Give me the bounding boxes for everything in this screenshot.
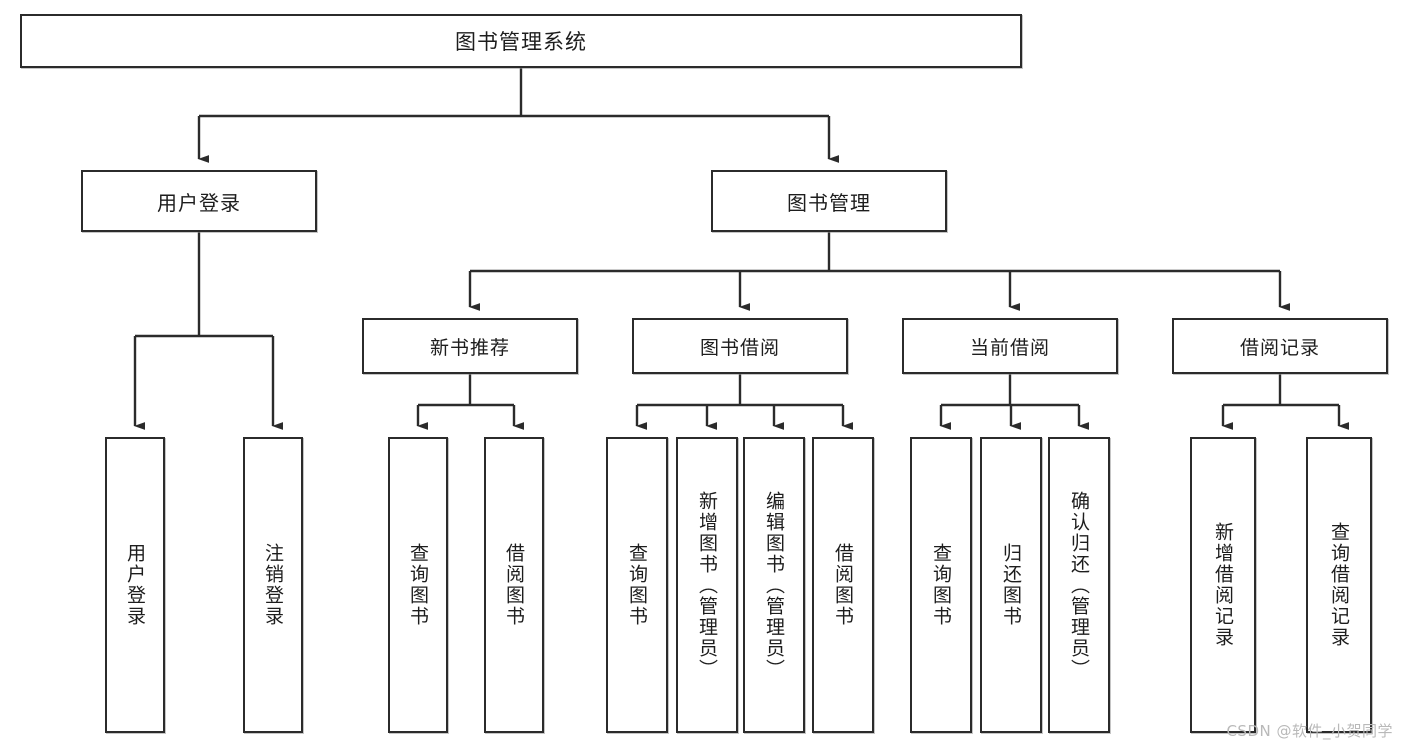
node-leaf-borrow-book-2-label: 借阅图书 [832,543,855,627]
node-leaf-query-book-3-label: 查询图书 [930,543,953,627]
node-current-borrow[interactable]: 当前借阅 [902,318,1118,374]
node-leaf-logout-login[interactable]: 注销登录 [243,437,303,733]
node-leaf-add-book[interactable]: 新增图书（管理员） [676,437,738,733]
node-leaf-logout-login-label: 注销登录 [262,543,285,627]
node-new-book-recommend[interactable]: 新书推荐 [362,318,578,374]
node-borrow-record[interactable]: 借阅记录 [1172,318,1388,374]
node-current-borrow-label: 当前借阅 [969,336,1050,359]
node-leaf-return-book[interactable]: 归还图书 [980,437,1042,733]
node-leaf-query-record-label: 查询借阅记录 [1328,522,1351,648]
node-leaf-query-book-1[interactable]: 查询图书 [388,437,448,733]
node-leaf-confirm-return[interactable]: 确认归还（管理员） [1048,437,1110,733]
node-leaf-add-record[interactable]: 新增借阅记录 [1190,437,1256,733]
node-root[interactable]: 图书管理系统 [20,14,1022,68]
node-leaf-query-book-2-label: 查询图书 [626,543,649,627]
node-leaf-user-login[interactable]: 用户登录 [105,437,165,733]
node-leaf-add-book-label: 新增图书（管理员） [696,490,719,680]
node-leaf-query-record[interactable]: 查询借阅记录 [1306,437,1372,733]
node-leaf-query-book-3[interactable]: 查询图书 [910,437,972,733]
node-leaf-query-book-1-label: 查询图书 [407,543,430,627]
node-user-login[interactable]: 用户登录 [81,170,317,232]
node-leaf-borrow-book-1-label: 借阅图书 [503,543,526,627]
watermark: CSDN @软件_小贺同学 [1226,722,1393,740]
node-leaf-edit-book-label: 编辑图书（管理员） [763,490,786,680]
node-leaf-borrow-book-1[interactable]: 借阅图书 [484,437,544,733]
node-leaf-query-book-2[interactable]: 查询图书 [606,437,668,733]
node-leaf-borrow-book-2[interactable]: 借阅图书 [812,437,874,733]
node-leaf-return-book-label: 归还图书 [1000,543,1023,627]
node-leaf-user-login-label: 用户登录 [124,543,147,627]
node-user-login-label: 用户登录 [157,190,241,215]
node-book-manage-label: 图书管理 [787,190,871,215]
node-book-manage[interactable]: 图书管理 [711,170,947,232]
node-leaf-add-record-label: 新增借阅记录 [1212,522,1235,648]
node-book-borrow[interactable]: 图书借阅 [632,318,848,374]
node-new-book-recommend-label: 新书推荐 [429,336,510,359]
node-borrow-record-label: 借阅记录 [1239,336,1320,359]
node-leaf-edit-book[interactable]: 编辑图书（管理员） [743,437,805,733]
node-leaf-confirm-return-label: 确认归还（管理员） [1068,490,1091,680]
node-root-label: 图书管理系统 [455,30,587,54]
node-book-borrow-label: 图书借阅 [699,336,780,359]
